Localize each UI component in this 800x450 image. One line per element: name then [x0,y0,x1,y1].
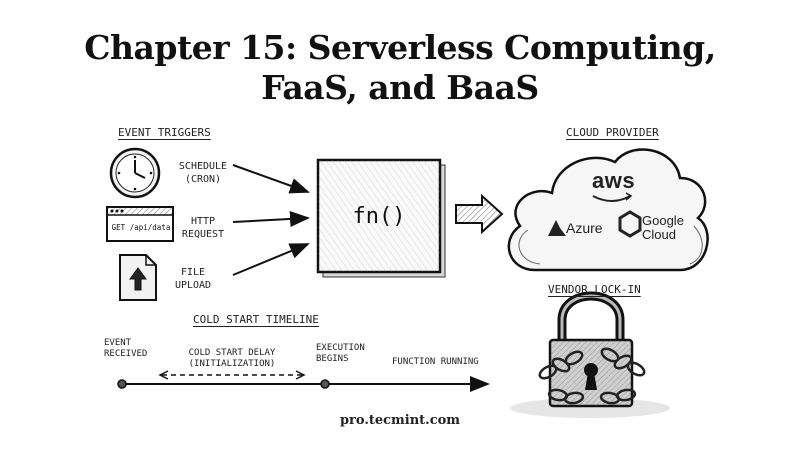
footer-site-name: pro.tecmint.com [339,413,461,428]
azure-logo-text: Azure [566,220,603,236]
trigger-label-file: File Upload [168,266,218,292]
google-cloud-logo-text: Google Cloud [642,214,684,242]
event-received-line1: Event [104,338,132,348]
cold-start-delay-line1: Cold Start Delay [188,348,276,358]
padlock-icon [510,291,670,418]
execution-begins-line1: Execution [316,343,365,353]
trigger-arrows [232,164,310,276]
page-title: Chapter 15: Serverless Computing, FaaS, … [0,28,800,108]
cloud-text: Cloud [642,227,676,242]
timeline [117,370,490,392]
trigger-label-schedule: Schedule (Cron) [168,160,238,186]
trigger-file-line2: Upload [174,280,212,291]
cold-start-delay-line2: (Initialization) [188,359,276,369]
google-text: Google [642,213,684,228]
trigger-schedule-line2: (Cron) [184,174,222,185]
execution-begins-line2: Begins [316,354,349,364]
title-line-2: FaaS, and BaaS [261,68,539,107]
event-triggers-label: Event Triggers [118,126,211,139]
event-received-line2: Received [104,349,148,359]
aws-logo-text: aws [592,168,636,193]
trigger-label-http: HTTP Request [168,215,238,241]
cold-start-delay-label: Cold Start Delay (Initialization) [170,348,294,370]
trigger-schedule-line1: Schedule [178,161,228,172]
vendor-lockin-label: Vendor Lock-in [548,283,641,296]
block-arrow-icon [455,193,504,235]
clock-icon [109,147,161,199]
cold-start-timeline-label: Cold Start Timeline [193,313,319,326]
function-running-label: Function Running [392,357,479,367]
trigger-http-line2: Request [181,229,225,240]
title-line-1: Chapter 15: Serverless Computing, [84,28,716,67]
event-received-label: Event Received [104,338,147,360]
file-upload-icon [119,254,157,301]
trigger-http-line1: HTTP [190,216,216,227]
function-box [316,158,446,278]
cloud-provider-label: Cloud Provider [566,126,659,139]
execution-begins-label: Execution Begins [316,343,365,365]
function-label: fn() [352,203,406,229]
http-url-text: GET /api/data [111,223,171,232]
trigger-file-line1: File [180,267,206,278]
browser-window-icon [106,206,174,242]
chain-icon [538,347,646,405]
cloud-icon [507,148,709,272]
